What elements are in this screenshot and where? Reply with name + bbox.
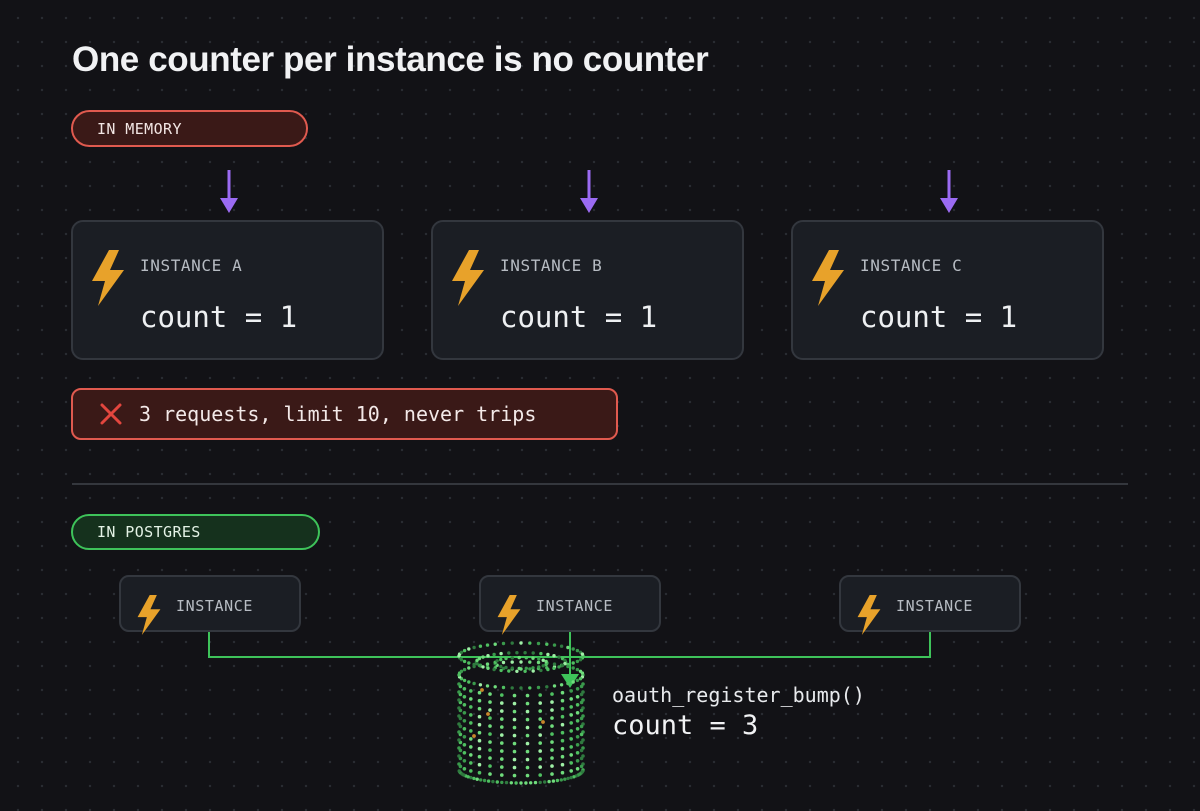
instance-count: count = 1: [500, 300, 658, 334]
in-memory-label: IN MEMORY: [97, 119, 182, 138]
instance-name: INSTANCE A: [140, 256, 243, 275]
lightning-bolt-icon: [452, 250, 484, 306]
postgres-instance-3: INSTANCE: [839, 575, 1021, 635]
instance-count: count = 1: [860, 300, 1018, 334]
instance-name: INSTANCE B: [500, 256, 603, 275]
x-mark-icon: [99, 402, 123, 426]
instance-card-c: INSTANCE C count = 1: [791, 220, 1104, 360]
instance-name: INSTANCE: [176, 597, 254, 615]
instance-card-b: INSTANCE B count = 1: [431, 220, 744, 360]
instance-name: INSTANCE: [896, 597, 974, 615]
page-title: One counter per instance is no counter: [72, 40, 709, 79]
lightning-bolt-icon: [857, 595, 881, 635]
postgres-count: count = 3: [612, 710, 759, 741]
in-postgres-badge: IN POSTGRES: [71, 514, 320, 550]
arrow-down-icon: [940, 170, 958, 213]
instance-card-a: INSTANCE A count = 1: [71, 220, 384, 360]
arrow-down-icon: [220, 170, 238, 213]
in-postgres-label: IN POSTGRES: [97, 523, 201, 541]
arrow-down-icon: [580, 170, 598, 213]
postgres-instance-1: INSTANCE: [119, 575, 301, 635]
lightning-bolt-icon: [497, 595, 521, 635]
instance-name: INSTANCE: [536, 597, 614, 615]
in-memory-badge: IN MEMORY: [71, 110, 308, 147]
lightning-bolt-icon: [92, 250, 124, 306]
instance-name: INSTANCE C: [860, 256, 963, 275]
function-name: oauth_register_bump(): [612, 683, 865, 707]
error-message: 3 requests, limit 10, never trips: [139, 402, 537, 426]
instance-count: count = 1: [140, 300, 298, 334]
error-banner: 3 requests, limit 10, never trips: [71, 388, 618, 440]
section-divider: [72, 483, 1128, 485]
lightning-bolt-icon: [812, 250, 844, 306]
lightning-bolt-icon: [137, 595, 161, 635]
postgres-instance-2: INSTANCE: [479, 575, 661, 635]
